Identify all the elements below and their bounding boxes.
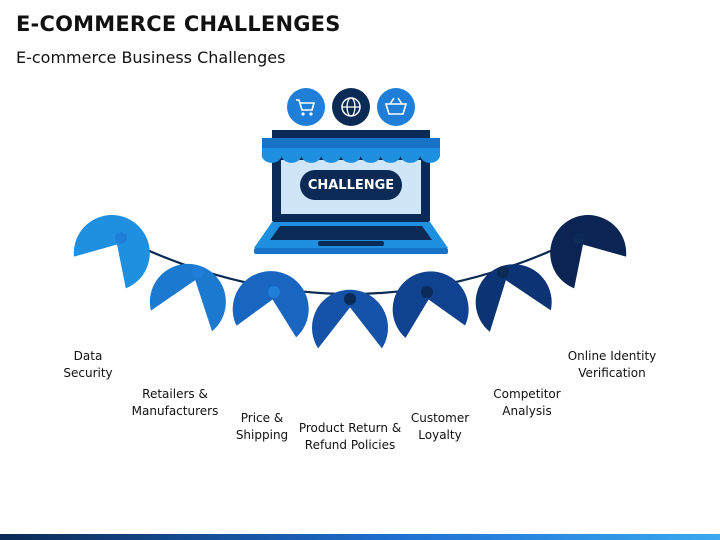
price-tag-icon: $ (245, 339, 278, 370)
shopping-cart-icon (287, 88, 325, 126)
challenge-item-3: $ (231, 271, 309, 385)
shopping-basket-icon (377, 88, 415, 126)
connector-dot (421, 286, 433, 298)
challenge-item-2 (144, 263, 226, 371)
loyalty-hands-icon (423, 336, 457, 369)
challenge-item-7: 24 (550, 215, 643, 323)
challenge-item-1 (57, 215, 150, 323)
connector-dot (344, 293, 356, 305)
challenge-label: CHALLENGE (300, 170, 402, 200)
connector-dot (192, 266, 204, 278)
refund-cycle-icon: $ (336, 353, 364, 385)
teardrop-shape (149, 263, 226, 332)
teardrop-shape (475, 264, 552, 332)
teardrop-shape (232, 271, 309, 338)
connector-dot (115, 232, 127, 244)
badge-24-text: 24 (619, 276, 629, 285)
challenge-item-6 (475, 264, 558, 371)
gear-network-icon (162, 329, 194, 351)
teardrop-shape (73, 215, 150, 289)
challenge-item-5 (392, 271, 471, 385)
identity-laptop-icon: 24 (592, 272, 632, 307)
analysis-board-icon (510, 327, 545, 355)
teardrop-shape (392, 271, 469, 338)
code-monitor-icon (72, 278, 104, 308)
challenge-item-label: Price &Shipping (235, 411, 289, 442)
teardrop-shape (312, 289, 388, 349)
challenge-item-label: Product Return &Refund Policies (298, 421, 402, 452)
teardrop-shape (550, 215, 627, 289)
challenge-item-label: Retailers &Manufacturers (131, 387, 219, 418)
globe-icon (332, 88, 370, 126)
svg-text:$: $ (347, 365, 353, 376)
connector-dot (268, 286, 280, 298)
bottom-accent-bar (0, 534, 720, 540)
challenge-item-4: $ (312, 289, 388, 400)
page-subtitle: E-commerce Business Challenges (16, 48, 286, 67)
connector-dot (497, 266, 509, 278)
svg-text:$: $ (265, 354, 272, 367)
connector-dot (573, 232, 585, 244)
page-title: E-COMMERCE CHALLENGES (16, 12, 341, 36)
